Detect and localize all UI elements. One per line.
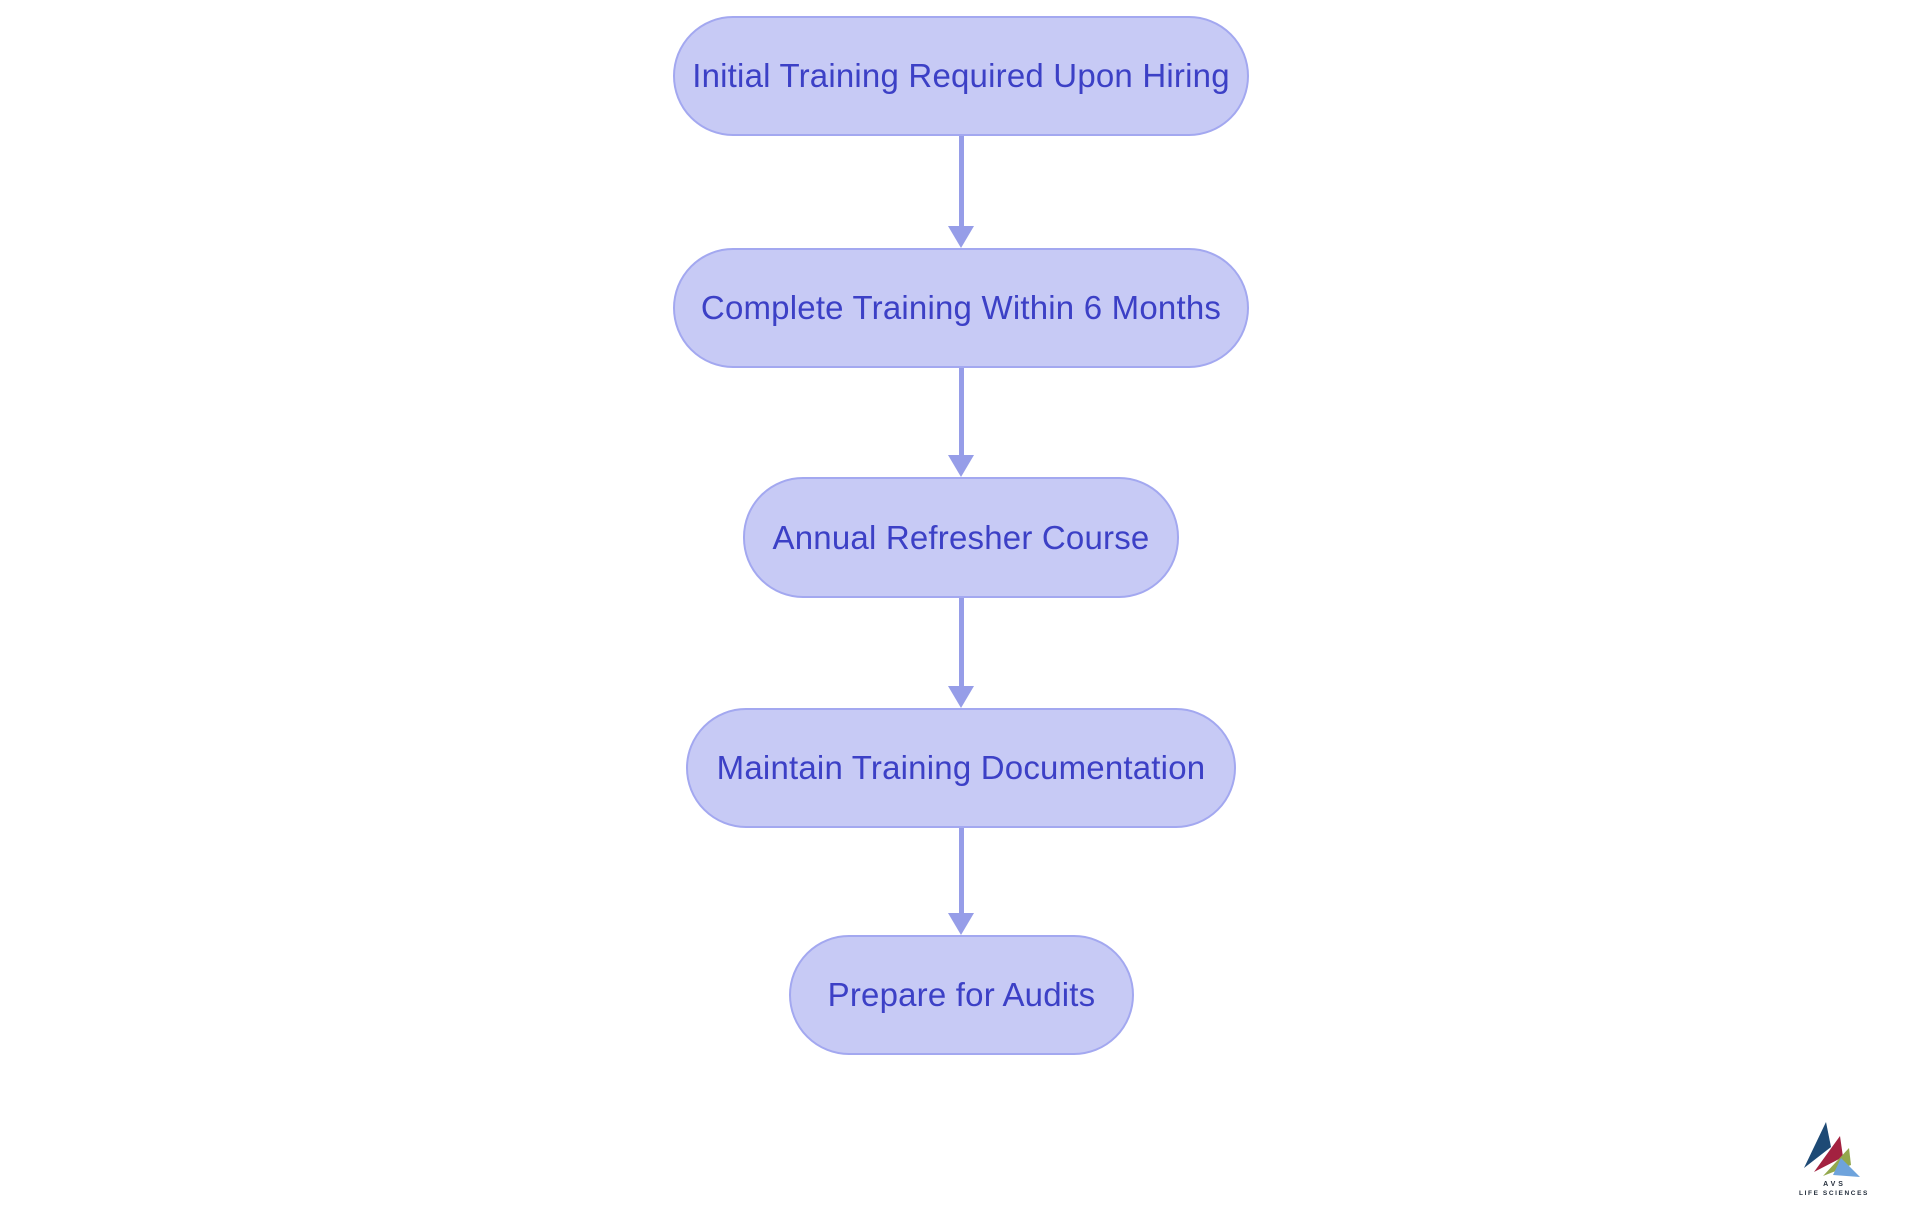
flow-node-label: Prepare for Audits [827, 976, 1096, 1013]
flow-node-prepare-audits: Prepare for Audits [789, 935, 1134, 1055]
arrow-down-icon [946, 598, 976, 708]
arrow-head [948, 913, 974, 935]
arrow-head [948, 455, 974, 477]
flow-node-maintain-documentation: Maintain Training Documentation [686, 708, 1236, 828]
arrow-down-icon [946, 368, 976, 477]
logo-triangle-green [1823, 1148, 1851, 1176]
logo-triangle-navy [1804, 1122, 1831, 1168]
flow-node-label: Annual Refresher Course [772, 518, 1150, 556]
arrow-shaft [958, 368, 964, 455]
logo-mark-icon [1804, 1122, 1860, 1177]
logo-triangle-red [1814, 1136, 1843, 1172]
flow-node-label: Maintain Training Documentation [716, 749, 1206, 786]
arrow-down-icon [946, 136, 976, 248]
avs-life-sciences-logo: AVS LIFE SCIENCES [1793, 1118, 1873, 1197]
arrow-head [948, 226, 974, 248]
logo-triangle-blue [1833, 1158, 1860, 1177]
flow-node-complete-training: Complete Training Within 6 Months [673, 248, 1249, 368]
arrow-down-icon [946, 828, 976, 935]
flow-node-label: Complete Training Within 6 Months [700, 289, 1222, 326]
arrow-shaft [958, 828, 964, 913]
flow-node-label: Initial Training Required Upon Hiring [692, 57, 1230, 94]
logo-text-life-sciences: LIFE SCIENCES [1799, 1190, 1869, 1197]
arrow-shaft [958, 136, 964, 226]
arrow-shaft [958, 598, 964, 686]
arrow-head [948, 686, 974, 708]
flow-node-initial-training: Initial Training Required Upon Hiring [673, 16, 1249, 136]
logo-text-avs: AVS [1823, 1181, 1846, 1188]
flow-node-annual-refresher: Annual Refresher Course [743, 477, 1179, 598]
